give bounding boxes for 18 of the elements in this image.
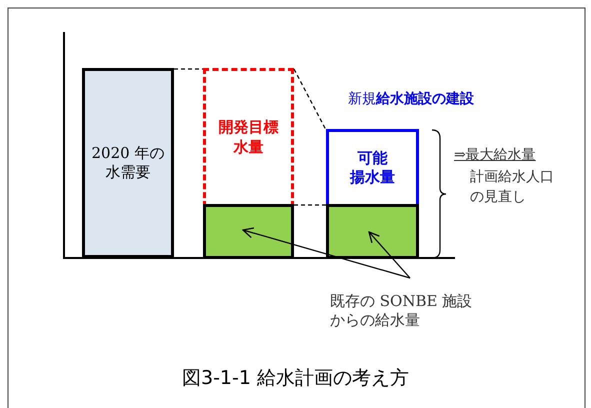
bar-box — [326, 129, 419, 207]
guide-line — [174, 68, 203, 70]
heading-text: 新規給水施設の建設 — [348, 90, 474, 108]
guide-line — [294, 204, 326, 206]
leader-arrow — [368, 231, 410, 278]
figure-caption: 図3-1-1 給水計画の考え方 — [180, 366, 410, 391]
guide-line — [293, 68, 327, 130]
bar-label: 可能揚水量 — [348, 148, 396, 188]
bar-box — [326, 204, 419, 259]
bar-box — [203, 68, 294, 207]
bar-label: 2020 年の水需要 — [90, 144, 166, 182]
bar-box — [82, 68, 174, 258]
bar-label: 開発目標水量 — [218, 118, 280, 157]
bar-box — [203, 204, 294, 259]
annotation-text: 計画給水人口の見直し — [470, 168, 554, 207]
annotation-text: ⇒最大給水量 — [454, 146, 536, 164]
annotation-text: 既存の SONBE 施設からの給水量 — [330, 292, 474, 330]
leader-arrow — [242, 227, 410, 279]
